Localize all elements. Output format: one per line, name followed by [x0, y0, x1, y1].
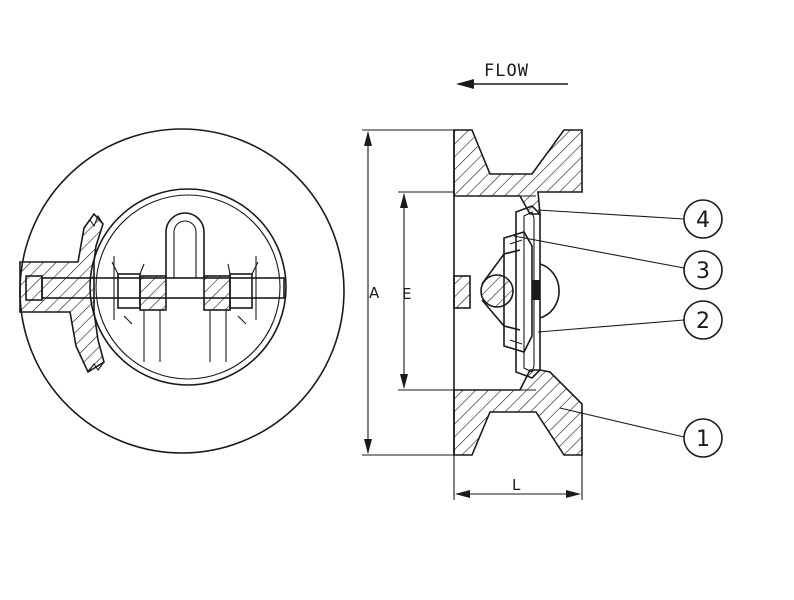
- disc-edge-detail: [509, 239, 523, 345]
- balloon-2: 2: [683, 300, 723, 340]
- bushing-marks: [123, 315, 247, 325]
- dim-A-arrow-top: [364, 131, 372, 146]
- dim-L-arrow-left: [455, 490, 470, 498]
- hinge-boss-section: [19, 212, 105, 374]
- section-view: A E L: [362, 129, 723, 500]
- balloon-4-number: 4: [696, 208, 710, 233]
- leader-1: [559, 407, 685, 438]
- balloon-4: 4: [683, 199, 723, 239]
- seat-ring: [515, 205, 541, 379]
- bore-outer-circle: [89, 188, 287, 386]
- body-section-bottom: [453, 369, 583, 456]
- leader-4: [537, 209, 685, 220]
- bore-inner-circle: [95, 194, 281, 380]
- stop-dome: [539, 263, 560, 319]
- stop-pin-inner: [173, 220, 197, 278]
- dim-A-arrow-bottom: [364, 439, 372, 454]
- balloon-3-number: 3: [696, 259, 710, 284]
- stop-pin: [165, 212, 205, 278]
- bushing-right: [229, 273, 253, 309]
- dim-E-arrow-top: [400, 193, 408, 208]
- spring-arm-right: [227, 261, 259, 275]
- left-arrow-icon: [456, 79, 474, 89]
- dim-E-label: E: [402, 285, 411, 303]
- seat-ring-inner: [523, 211, 535, 373]
- front-view: [19, 128, 345, 454]
- bushing-left: [117, 273, 141, 309]
- spring-left: [139, 275, 167, 311]
- dim-L-label: L: [512, 476, 521, 494]
- boss-break-line: [83, 214, 105, 373]
- balloon-1-number: 1: [696, 427, 710, 452]
- stop-boss: [453, 275, 471, 309]
- dim-L-arrow-right: [566, 490, 581, 498]
- hinge-pin-section: [480, 274, 514, 308]
- balloon-3: 3: [683, 250, 723, 290]
- dim-E-arrow-bottom: [400, 374, 408, 389]
- leader-3: [513, 235, 685, 269]
- leader-2: [537, 319, 685, 333]
- spring-right: [203, 275, 231, 311]
- flow-label: FLOW: [484, 61, 529, 81]
- body-section-top: [453, 129, 583, 215]
- pin-bracket: [481, 249, 521, 331]
- flow-indicator: FLOW: [456, 61, 568, 89]
- disc: [503, 231, 533, 353]
- balloon-1: 1: [683, 418, 723, 458]
- dim-A-label: A: [369, 284, 380, 302]
- balloon-2-number: 2: [696, 309, 710, 334]
- stop-block: [532, 280, 540, 300]
- spring-arm-left: [111, 261, 145, 275]
